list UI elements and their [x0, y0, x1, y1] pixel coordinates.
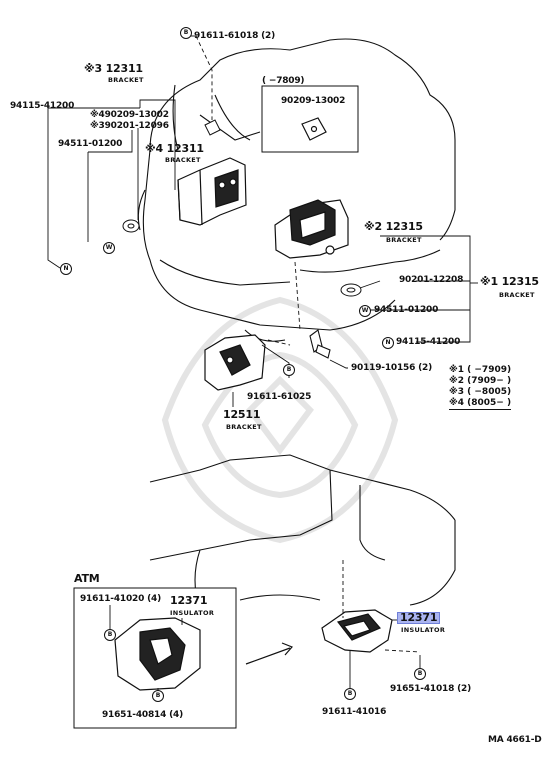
part-12371-atm-sub: INSULATOR: [170, 609, 215, 617]
part-12315-b: ※1 12315: [480, 275, 539, 288]
atm-arrow-head: [281, 642, 294, 656]
atm-insulator: [114, 617, 201, 691]
bracket-12311: [177, 157, 247, 226]
left-hardware: [122, 119, 221, 233]
bolt-symbol-61025: B: [283, 364, 295, 376]
legend-item-4: ※4 (8005− ): [449, 398, 512, 410]
transmission-outline: [149, 454, 456, 611]
bolt-90119: [309, 329, 331, 359]
part-12315-a-sub: BRACKET: [386, 236, 422, 244]
part-12311-a-sub: BRACKET: [108, 76, 144, 84]
part-12371-atm: 12371: [170, 594, 208, 607]
insulator-12371: [321, 609, 393, 653]
washer-symbol-left: W: [103, 242, 115, 254]
legend-item-2: ※2 (7909− ): [449, 376, 512, 386]
part-12311-a: ※3 12311: [84, 62, 143, 75]
part-91611-61018: 91611-61018 (2): [194, 31, 275, 41]
bolt-symbol-41018: B: [414, 668, 426, 680]
part-91611-41016: 91611-41016: [322, 707, 387, 717]
part-12315-a: ※2 12315: [364, 220, 423, 233]
part-12371-highlight[interactable]: 12371: [397, 612, 441, 624]
part-94115-41200-left: 94115-41200: [10, 101, 75, 111]
bolt-symbol-atm-bottom: B: [152, 690, 164, 702]
part-91611-41020: 91611-41020 (4): [80, 594, 161, 604]
part-12511-sub: BRACKET: [226, 423, 262, 431]
part-12371-sub: INSULATOR: [401, 626, 446, 634]
atm-arrow: [245, 647, 291, 665]
bolt-symbol-top: B: [180, 27, 192, 39]
part-12511: 12511: [223, 408, 261, 421]
legend-item-3: ※3 ( −8005): [449, 387, 512, 397]
part-12311-b-sub: BRACKET: [165, 156, 201, 164]
part-94511-01200-left: 94511-01200: [58, 139, 123, 149]
applicability-legend: ※1 ( −7909) ※2 (7909− ) ※3 ( −8005) ※4 (…: [449, 365, 512, 410]
part-12311-b: ※4 12311: [145, 142, 204, 155]
bolt-symbol-atm-top: B: [104, 629, 116, 641]
nut-symbol-right: N: [382, 337, 394, 349]
part-90209-13002-left: ※490209-13002: [90, 110, 169, 120]
part-94511-01200-right: 94511-01200: [374, 305, 439, 315]
washer-symbol-right: W: [359, 305, 371, 317]
right-washer: [340, 283, 362, 297]
part-91611-61025: 91611-61025: [247, 392, 312, 402]
inset-nut: [301, 117, 327, 141]
bracket-12315: [274, 199, 349, 259]
inset-part-90209-13002: 90209-13002: [281, 96, 346, 106]
engine-outline: [137, 38, 456, 342]
legend-item-1: ※1 ( −7909): [449, 365, 512, 375]
bolt-symbol-41016: B: [344, 688, 356, 700]
part-91651-40814: 91651-40814 (4): [102, 710, 183, 720]
part-94115-41200-right: 94115-41200: [396, 337, 461, 347]
nut-symbol-left: N: [60, 263, 72, 275]
atm-title: ATM: [74, 572, 100, 585]
part-90201-12096: ※390201-12096: [90, 121, 169, 131]
inset-title: ( −7809): [262, 76, 305, 86]
figure-code: MA 4661-D: [488, 735, 542, 745]
part-91651-41018: 91651-41018 (2): [390, 684, 471, 694]
dashed-guides: [195, 35, 421, 653]
part-90119-10156: 90119-10156 (2): [351, 363, 432, 373]
part-12315-b-sub: BRACKET: [499, 291, 535, 299]
bracket-12511: [204, 334, 266, 391]
inset-box: [261, 85, 359, 153]
part-90201-12208: 90201-12208: [399, 275, 464, 285]
